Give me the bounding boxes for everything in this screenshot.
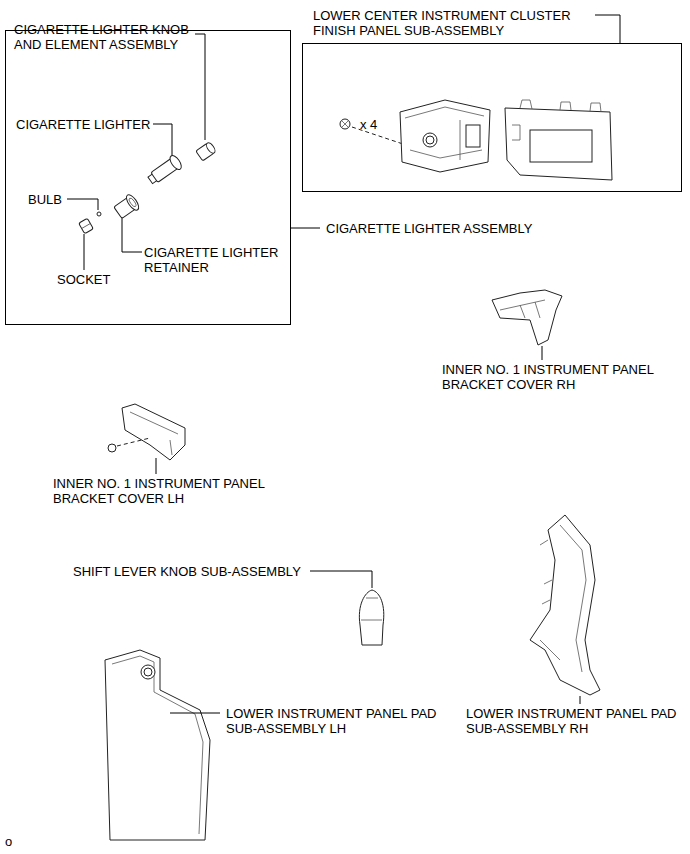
pad-rh-part — [530, 515, 600, 704]
bracket-cover-lh-part — [108, 404, 185, 474]
part-label: SOCKET — [57, 272, 137, 287]
part-group-box: CIGARETTE LIGHTER KNOB AND ELEMENT ASSEM… — [5, 30, 291, 325]
assembly-leader — [291, 228, 320, 229]
bracket-cover-lh-part — [108, 444, 116, 452]
cigarette-lighter-part — [153, 124, 172, 156]
finish-panel-part — [505, 108, 612, 180]
part-name: o — [5, 834, 12, 849]
pad-lh-part — [105, 650, 210, 840]
switch-base-part — [405, 107, 484, 160]
part-label: CIGARETTE LIGHTER RETAINER — [144, 245, 289, 275]
cigarette-lighter-part — [146, 154, 184, 187]
part-name: x 4 — [360, 117, 377, 132]
bracket-cover-rh-part — [492, 290, 562, 345]
bulb-part — [97, 212, 101, 216]
part-name: LOWER INSTRUMENT PANEL PAD SUB-ASSEMBLY … — [466, 706, 686, 736]
part-name: CIGARETTE LIGHTER ASSEMBLY — [326, 221, 532, 236]
cigarette-lighter-part — [168, 154, 184, 172]
socket-part — [84, 234, 85, 270]
part-name: INNER NO. 1 INSTRUMENT PANEL BRACKET COV… — [53, 476, 293, 506]
part-name: CIGARETTE LIGHTER KNOB AND ELEMENT ASSEM… — [14, 22, 204, 52]
part-name: LOWER CENTER INSTRUMENT CLUSTER FINISH P… — [313, 8, 603, 38]
retainer-part — [113, 193, 142, 252]
shift-knob-part — [359, 590, 383, 645]
shift-knob-part — [310, 571, 372, 588]
finish-panel-leader — [595, 15, 620, 43]
socket-part — [79, 218, 94, 233]
bracket-cover-lh-part — [156, 458, 157, 474]
pad-rh-part — [580, 696, 581, 704]
switch-base-part — [466, 125, 480, 147]
socket-part — [79, 218, 94, 233]
pad-rh-part — [540, 525, 586, 672]
screw-part — [340, 119, 350, 129]
switch-base-part — [400, 100, 490, 172]
pad-lh-part — [141, 665, 155, 679]
finish-panel-part — [530, 130, 592, 162]
switch-base-part — [400, 100, 490, 172]
knob-element-part — [195, 34, 217, 161]
pad-lh-part — [112, 656, 203, 834]
pad-lh-part — [170, 713, 220, 714]
part-label: CIGARETTE LIGHTER — [16, 117, 166, 132]
part-name: INNER NO. 1 INSTRUMENT PANEL BRACKET COV… — [442, 362, 682, 392]
knob-element-part — [195, 34, 205, 140]
screw-part — [342, 121, 348, 127]
socket-part — [82, 224, 91, 229]
retainer-part — [122, 218, 142, 252]
finish-panel-part — [512, 100, 601, 140]
part-name: LOWER INSTRUMENT PANEL PAD SUB-ASSEMBLY … — [226, 706, 451, 736]
knob-element-part — [196, 141, 217, 161]
socket-part — [79, 218, 94, 270]
bracket-cover-rh-part — [500, 300, 545, 318]
part-name: SHIFT LEVER KNOB SUB-ASSEMBLY — [73, 564, 301, 579]
pad-lh-part — [144, 668, 152, 676]
part-group-box: LOWER CENTER INSTRUMENT CLUSTER FINISH P… — [302, 43, 682, 192]
finish-panel-part — [505, 100, 612, 180]
assembly-leader — [291, 228, 320, 229]
pad-rh-part — [530, 515, 600, 695]
retainer-part — [128, 197, 137, 207]
bracket-cover-lh-part — [122, 404, 185, 460]
bracket-cover-lh-part — [117, 438, 150, 446]
shift-knob-part — [361, 598, 382, 620]
shift-knob-part — [310, 571, 384, 645]
retainer-part — [113, 193, 141, 220]
bulb-part — [67, 199, 98, 210]
finish-panel-leader — [595, 15, 620, 43]
bracket-cover-rh-part — [492, 290, 562, 360]
bracket-cover-lh-part — [130, 412, 178, 455]
retainer-part — [124, 193, 141, 212]
switch-base-part — [423, 133, 437, 147]
pad-lh-part — [105, 650, 220, 840]
part-label: BULB — [28, 192, 88, 207]
bracket-cover-rh-part — [542, 346, 543, 360]
switch-base-part — [426, 136, 434, 144]
knob-element-part — [205, 141, 217, 154]
bulb-part — [67, 199, 101, 216]
cigarette-lighter-part — [146, 124, 184, 187]
